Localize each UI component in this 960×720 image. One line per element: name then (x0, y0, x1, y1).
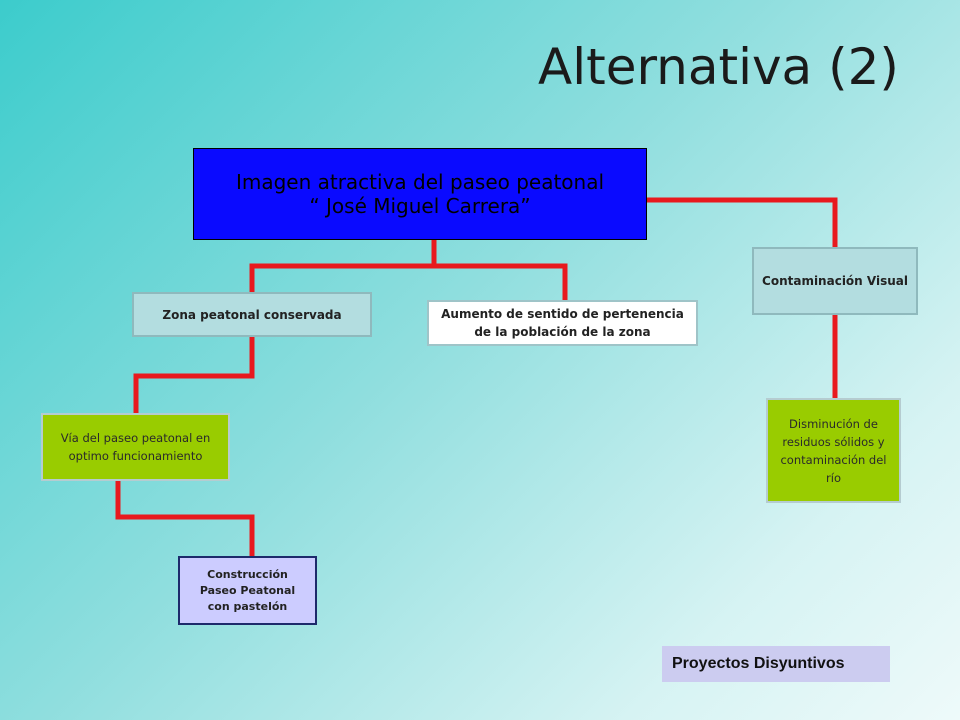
root-node: Imagen atractiva del paseo peatonal “ Jo… (193, 148, 647, 240)
node-zona-peatonal: Zona peatonal conservada (132, 292, 372, 337)
connector-via-construccion (115, 481, 255, 557)
node-contaminacion-visual: Contaminación Visual (752, 247, 918, 315)
connector-root-aumento (434, 263, 568, 300)
node-construccion-paseo: Construcción Paseo Peatonal con pastelón (178, 556, 317, 625)
connector-zona-via (133, 337, 255, 414)
connector-root-zona (249, 240, 437, 292)
root-node-line1: Imagen atractiva del paseo peatonal (235, 170, 605, 194)
node-aumento-pertenencia: Aumento de sentido de pertenencia de la … (427, 300, 698, 346)
root-node-line2: “ José Miguel Carrera” (309, 194, 531, 218)
slide-title: Alternativa (2) (538, 38, 899, 96)
connector-root-contaminacion (647, 197, 838, 248)
footer-label: Proyectos Disyuntivos (662, 646, 890, 682)
node-disminucion-residuos: Disminución de residuos sólidos y contam… (766, 398, 901, 503)
node-via-paseo: Vía del paseo peatonal en optimo funcion… (41, 413, 230, 481)
